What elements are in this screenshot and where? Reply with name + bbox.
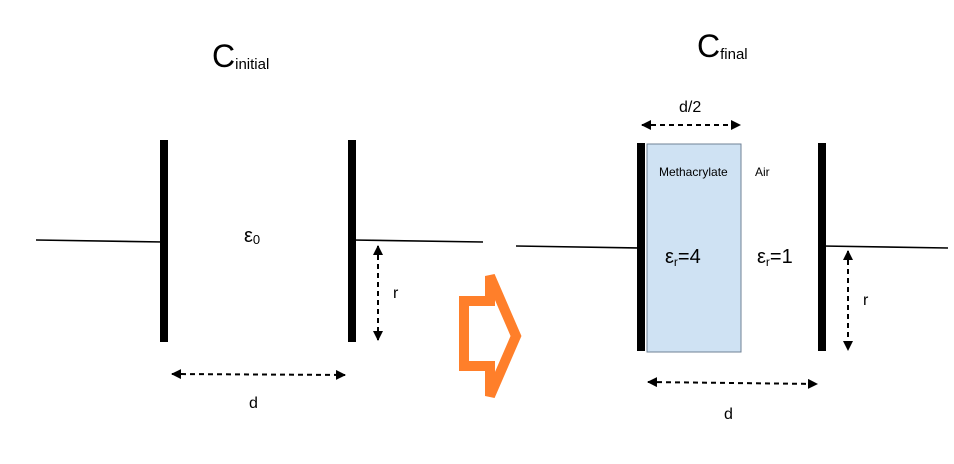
final-title: Cfinal: [697, 28, 748, 64]
final-radius-label: r: [863, 292, 869, 309]
initial-gap-dimension: [171, 369, 346, 380]
final-capacitor: Cfinal d/2 Methacrylate εr=4 Air εr=1 r …: [515, 28, 949, 423]
initial-capacitor: Cinitial ε0 r d: [35, 38, 484, 412]
initial-radius-label: r: [393, 285, 399, 302]
final-gap-dimension: [647, 377, 818, 389]
air-label: Air: [755, 165, 770, 179]
hollow-right-arrow-icon: [459, 274, 522, 398]
initial-gap-label: d: [249, 395, 258, 412]
dielectric-permittivity-label: εr=4: [665, 246, 701, 269]
left-lead-wire: [35, 239, 165, 243]
methacrylate-label: Methacrylate: [659, 165, 728, 179]
vacuum-permittivity-label: ε0: [244, 225, 260, 247]
final-right-lead-wire: [821, 245, 949, 249]
air-permittivity-label: εr=1: [757, 246, 793, 269]
final-left-lead-wire: [515, 245, 642, 249]
methacrylate-slab: [646, 143, 742, 353]
initial-title: Cinitial: [212, 38, 269, 74]
half-gap-label: d/2: [679, 99, 701, 116]
final-gap-label: d: [724, 406, 733, 423]
right-lead-wire: [351, 239, 484, 243]
